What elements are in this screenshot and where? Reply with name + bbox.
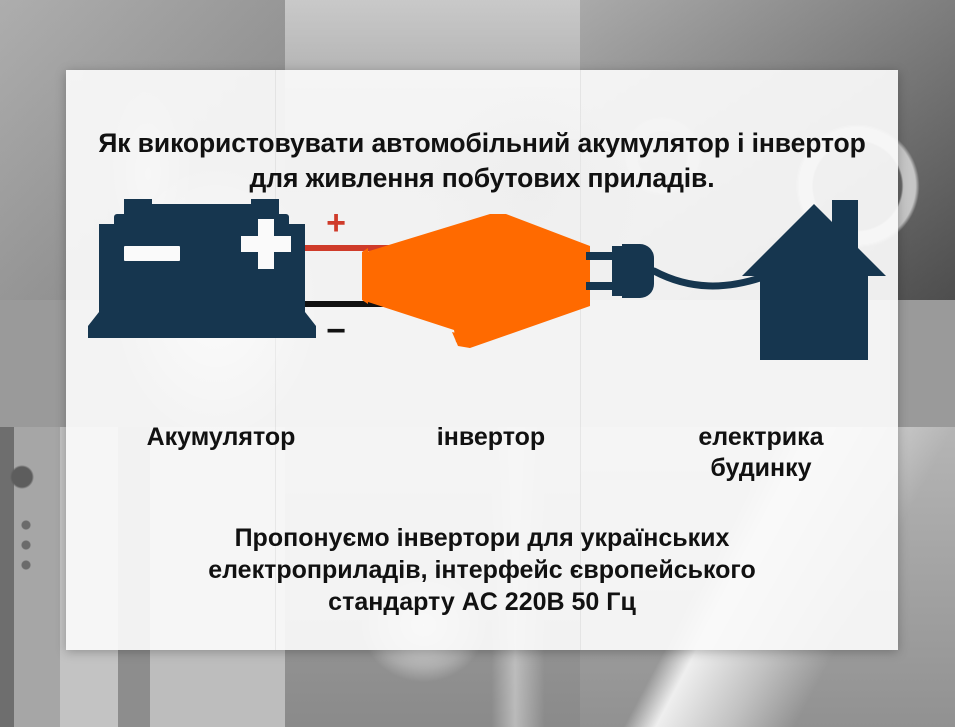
caption-inverter: інвертор [436,423,546,451]
page-title-line-1: Як використовувати автомобільний акумуля… [98,128,866,158]
caption-battery: Акумулятор [146,423,296,451]
positive-terminal-label: + [326,204,346,242]
power-inverter-icon [362,214,590,348]
battery-plus-symbol [258,219,274,269]
footer-line-3: стандарту AC 220В 50 Гц [328,588,636,616]
power-cable [650,267,770,290]
caption-house-line-2: будинку [710,454,812,482]
wiring-diagram-svg: + − [88,199,886,360]
footer-line-1: Пропонуємо інвертори для українських [234,524,730,552]
wiring-diagram: + − [66,190,898,440]
diagram-captions: Акумулятор інвертор електрика будинку [66,422,898,512]
negative-terminal-label: − [326,312,346,350]
caption-house-line-1: електрика [698,423,824,451]
page-title: Як використовувати автомобільний акумуля… [66,126,898,196]
battery-minus-symbol [124,246,180,261]
car-battery-icon [88,199,316,338]
content-card: Як використовувати автомобільний акумуля… [66,70,898,650]
footer-line-2: електроприладів, інтерфейс європейського [208,556,756,584]
house-icon [742,200,886,360]
page-title-line-2: для живлення побутових приладів. [249,162,715,193]
caption-house: електрика будинку [636,422,886,484]
footer-text: Пропонуємо інвертори для українських еле… [66,522,898,618]
power-plug-icon [586,244,654,298]
